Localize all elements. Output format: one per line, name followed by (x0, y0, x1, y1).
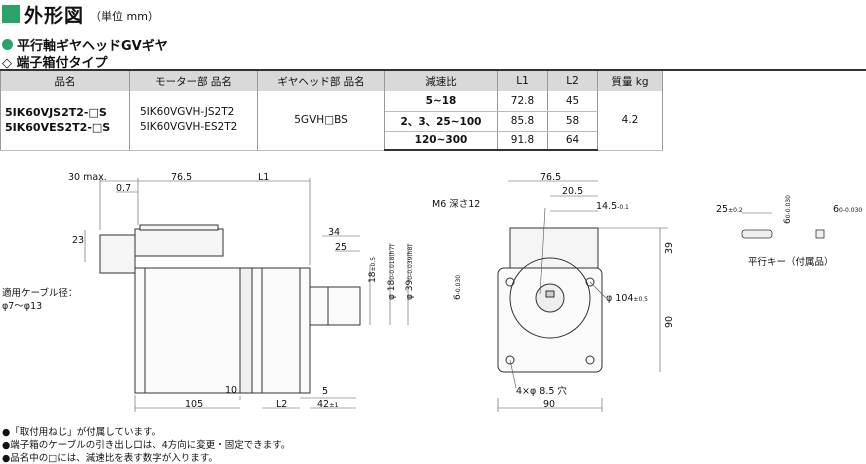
title-text: 外形図 (24, 1, 84, 28)
dim-phi104: φ 104±0.5 (606, 293, 648, 304)
key-end (816, 230, 824, 238)
dim-18: 18±0.5 (368, 257, 378, 283)
col-ratio: 減速比 (385, 70, 498, 91)
side-vertical-dims: 18±0.5 φ 180-0.018(h7) φ 390-0.039(h8) 6… (368, 244, 463, 300)
terminal-box-side (135, 229, 223, 256)
table-row: 5IK60VJS2T2-□S 5IK60VES2T2-□S 5IK60VGVH-… (1, 91, 866, 111)
key-side (742, 230, 772, 238)
gearhead-cell: 5GVH□BS (258, 91, 385, 150)
dim-front-39: 39 (664, 242, 675, 254)
dim-105: 105 (185, 399, 203, 410)
dim-front-14-5: 14.5-0.1 (596, 201, 629, 212)
dim-6-key: 6-0.030 (453, 275, 463, 300)
dim-0-7: 0.7 (116, 183, 131, 194)
col-l2: L2 (548, 70, 598, 91)
gearhead-side (252, 268, 310, 393)
page-title: 外形図 （単位 mm） (2, 3, 159, 25)
ratio-cell: 120~300 (385, 131, 498, 150)
l2-cell: 45 (548, 91, 598, 111)
dim-25: 25 (335, 242, 347, 253)
dim-phi39: φ 390-0.039(h8) (405, 244, 415, 300)
l1-cell: 91.8 (498, 131, 548, 150)
dim-5: 5 (322, 386, 328, 397)
terminal-box-front (510, 228, 598, 268)
ratio-cell: 5~18 (385, 91, 498, 111)
l1-cell: 85.8 (498, 111, 548, 131)
table-header-row: 品名 モーター部 品名 ギヤヘッド部 品名 減速比 L1 L2 質量 kg (1, 70, 866, 91)
l1-cell: 72.8 (498, 91, 548, 111)
dim-front-90-h: 90 (543, 399, 555, 410)
dim-10: 10 (225, 385, 237, 396)
parallel-key: 25±0.2 60-0.030 60-0.030 平行キー（付属品） (716, 195, 862, 268)
outline-drawing: 30 max. 0.7 76.5 L1 23 34 25 10 5 105 L2… (0, 164, 866, 414)
output-shaft (310, 287, 360, 325)
bullet-dot (2, 39, 13, 50)
cable-diameter-label: 適用ケーブル径： (2, 287, 77, 299)
dim-front-76-5: 76.5 (540, 172, 561, 183)
dim-front-90-v: 90 (664, 316, 675, 328)
cable-gland-side (100, 235, 135, 273)
col-gearhead: ギヤヘッド部 品名 (258, 70, 385, 91)
note-1: ●「取付用ねじ」が付属しています。 (2, 424, 161, 438)
dim-30max: 30 max. (68, 172, 107, 183)
note-3: ●品名中の□には、減速比を表す数字が入ります。 (2, 450, 218, 464)
note-2: ●端子箱のケーブルの引き出し口は、4方向に変更・固定できます。 (2, 437, 290, 451)
m6-depth-label: M6 深さ12 (432, 199, 480, 210)
motor-cell: 5IK60VGVH-JS2T2 5IK60VGVH-ES2T2 (130, 91, 258, 150)
dim-l2: L2 (276, 399, 287, 410)
dim-l1: L1 (258, 172, 269, 183)
ratio-cell: 2、3、25~100 (385, 111, 498, 131)
motor-1: 5IK60VGVH-JS2T2 (140, 105, 257, 120)
l2-cell: 58 (548, 111, 598, 131)
col-mass: 質量 kg (598, 70, 663, 91)
key-dim-25: 25±0.2 (716, 204, 743, 215)
title-marker (2, 5, 20, 23)
mass-cell: 4.2 (598, 91, 663, 150)
front-view (498, 228, 602, 372)
model-2: 5IK60VES2T2-□S (5, 120, 129, 135)
l2-cell: 64 (548, 131, 598, 150)
key-caption: 平行キー（付属品） (748, 256, 834, 268)
col-l1: L1 (498, 70, 548, 91)
mount-holes-label: 4×φ 8.5 穴 (516, 385, 567, 397)
dim-34: 34 (328, 227, 340, 238)
col-motor: モーター部 品名 (130, 70, 258, 91)
cable-diameter-value: φ7～φ13 (2, 301, 42, 312)
dim-23: 23 (72, 235, 84, 246)
spec-table: 品名 モーター部 品名 ギヤヘッド部 品名 減速比 L1 L2 質量 kg 5I… (0, 69, 866, 151)
dim-phi18: φ 180-0.018(h7) (387, 244, 397, 300)
key-dim-6a: 60-0.030 (783, 195, 793, 224)
col-model: 品名 (1, 70, 130, 91)
key-dim-6b: 60-0.030 (833, 204, 862, 215)
motor-2: 5IK60VGVH-ES2T2 (140, 120, 257, 135)
model-1: 5IK60VJS2T2-□S (5, 105, 129, 120)
model-cell: 5IK60VJS2T2-□S 5IK60VES2T2-□S (1, 91, 130, 150)
dim-76-5: 76.5 (171, 172, 192, 183)
side-view (100, 225, 360, 393)
dim-42: 42±1 (317, 399, 339, 410)
dim-front-20-5: 20.5 (562, 186, 583, 197)
motor-body-side (135, 268, 240, 393)
title-unit: （単位 mm） (90, 8, 159, 24)
